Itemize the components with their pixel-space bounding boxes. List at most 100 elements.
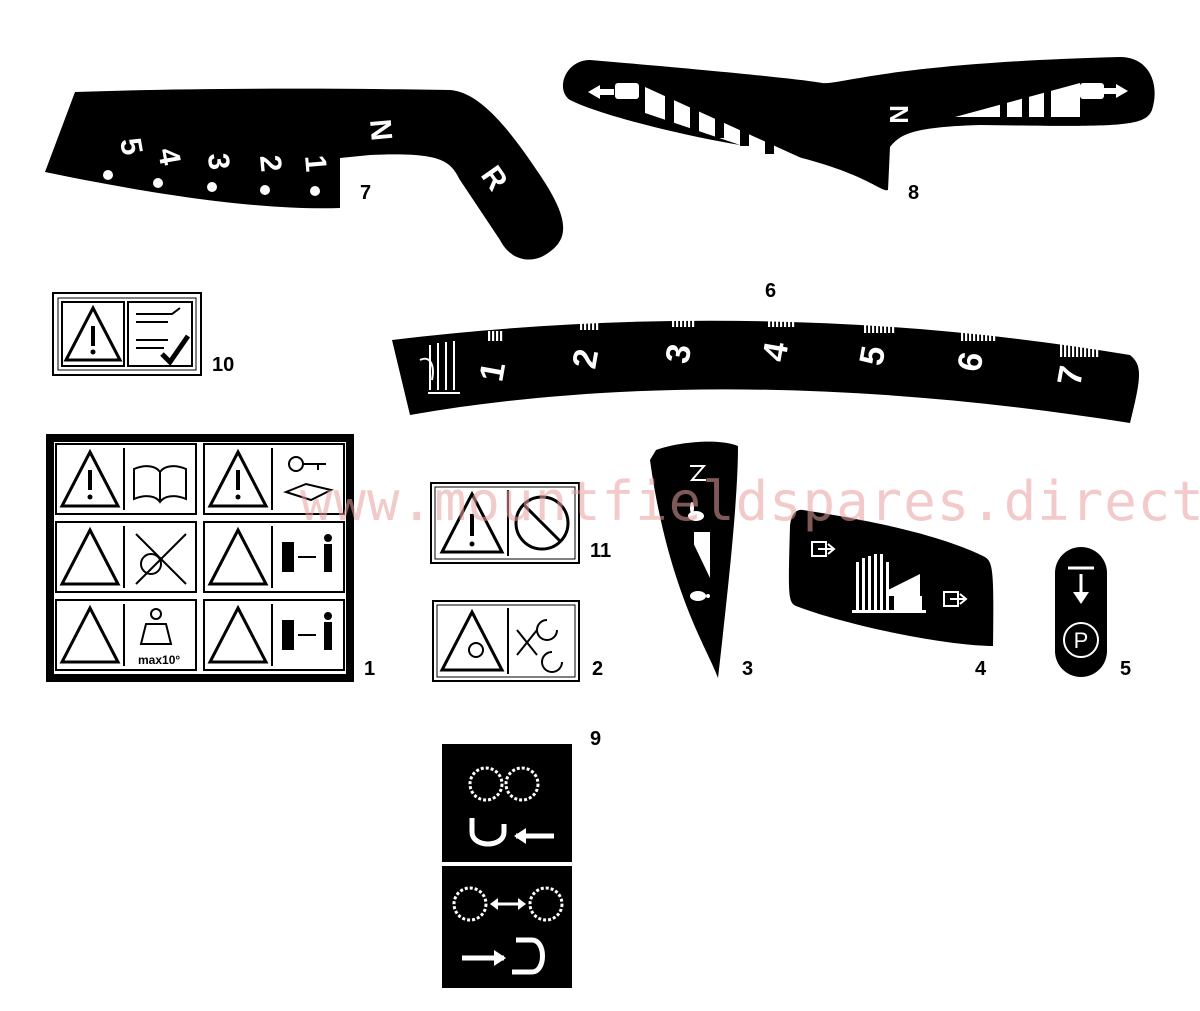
height-tick-7 bbox=[1072, 338, 1075, 357]
speed-lever-decal: N bbox=[562, 57, 1155, 191]
gear-5: 5 bbox=[113, 135, 148, 157]
callout-3: 3 bbox=[742, 658, 754, 680]
park-brake-icon bbox=[1063, 622, 1099, 658]
rabbit-fast-icon bbox=[688, 502, 704, 521]
raise-icon bbox=[811, 541, 836, 557]
gear-1: 1 bbox=[298, 154, 332, 174]
height-tick-5 bbox=[892, 317, 895, 333]
cutting-height-icon bbox=[852, 554, 926, 613]
height-tick-7 bbox=[1060, 338, 1063, 357]
gear-4: 4 bbox=[151, 145, 186, 167]
hand-check-icon bbox=[136, 307, 191, 366]
height-tick-6 bbox=[981, 323, 984, 341]
callout-9: 9 bbox=[590, 728, 602, 750]
height-tick-6 bbox=[977, 323, 980, 341]
height-tick-3 bbox=[680, 314, 683, 327]
height-tick-4 bbox=[784, 312, 787, 327]
callout-11: 11 bbox=[590, 540, 612, 562]
height-tick-5 bbox=[884, 317, 887, 333]
callout-5: 5 bbox=[1120, 658, 1132, 680]
height-tick-7 bbox=[1092, 338, 1095, 357]
warning-triangle-icon bbox=[59, 448, 269, 664]
throttle-decal bbox=[650, 441, 738, 678]
callout-8: 8 bbox=[908, 182, 920, 204]
warning-hand-decal bbox=[52, 292, 202, 376]
height-tick-6 bbox=[985, 323, 988, 341]
gear-icon bbox=[452, 766, 564, 922]
height-tick-1 bbox=[500, 331, 503, 341]
height-tick-2 bbox=[592, 318, 595, 330]
reverse-speed-wedge bbox=[645, 87, 865, 187]
height-tick-7 bbox=[1080, 338, 1083, 357]
neutral-label-8: N bbox=[884, 105, 914, 124]
height-tick-4 bbox=[768, 312, 771, 327]
rotate-icon bbox=[516, 619, 563, 673]
height-tick-6 bbox=[969, 323, 972, 341]
height-tick-7 bbox=[1068, 338, 1071, 357]
height-tick-6 bbox=[993, 323, 996, 341]
choke-icon bbox=[689, 465, 707, 481]
callout-7: 7 bbox=[360, 182, 372, 204]
seated-operator-icon bbox=[139, 608, 173, 645]
cutting-height-icon bbox=[419, 341, 460, 394]
height-tick-1 bbox=[496, 331, 499, 341]
callout-4: 4 bbox=[975, 658, 987, 680]
height-tick-3 bbox=[688, 314, 691, 327]
height-tick-3 bbox=[684, 314, 687, 327]
tractor-forward-icon bbox=[1080, 83, 1128, 99]
callout-6: 6 bbox=[765, 280, 777, 302]
callout-10: 10 bbox=[212, 354, 235, 376]
distance-person-icon bbox=[282, 534, 332, 572]
height-tick-6 bbox=[961, 323, 964, 341]
height-tick-4 bbox=[776, 312, 779, 327]
height-tick-6 bbox=[965, 323, 968, 341]
height-tick-2 bbox=[580, 318, 583, 330]
transmission-decal bbox=[442, 744, 572, 988]
height-tick-1 bbox=[492, 331, 495, 341]
height-tick-7 bbox=[1076, 338, 1079, 357]
height-tick-6 bbox=[973, 323, 976, 341]
max-slope-label: max10° bbox=[138, 653, 180, 667]
height-tick-2 bbox=[584, 318, 587, 330]
height-tick-4 bbox=[780, 312, 783, 327]
height-tick-7 bbox=[1084, 338, 1087, 357]
height-tick-5 bbox=[872, 317, 875, 333]
key-manual-icon bbox=[283, 456, 334, 502]
height-tick-5 bbox=[880, 317, 883, 333]
warning-panel-decal: max10° bbox=[46, 434, 354, 682]
callout-2: 2 bbox=[592, 658, 604, 680]
height-tick-5 bbox=[888, 317, 891, 333]
parking-brake-decal: P bbox=[1055, 547, 1107, 677]
lower-icon bbox=[943, 591, 968, 607]
height-tick-4 bbox=[788, 312, 791, 327]
height-tick-7 bbox=[1088, 338, 1091, 357]
watermark: www.mountfieldspares.direct bbox=[300, 470, 1200, 533]
height-tick-4 bbox=[772, 312, 775, 327]
park-label: P bbox=[1074, 628, 1089, 653]
warning-triangle-icon bbox=[439, 490, 505, 554]
height-tick-3 bbox=[692, 314, 695, 327]
height-tick-3 bbox=[676, 314, 679, 327]
height-tick-7 bbox=[1096, 338, 1099, 357]
height-tick-5 bbox=[864, 317, 867, 333]
height-tick-4 bbox=[792, 312, 795, 327]
rotating-parts-decal bbox=[432, 600, 580, 682]
callout-1: 1 bbox=[364, 658, 376, 680]
prohibited-icon bbox=[514, 495, 570, 551]
height-tick-2 bbox=[588, 318, 591, 330]
warning-triangle-icon bbox=[63, 304, 123, 362]
gear-2: 2 bbox=[253, 154, 287, 174]
distance-person-icon-2 bbox=[282, 612, 332, 650]
height-tick-7 bbox=[1064, 338, 1067, 357]
warning-triangle-icon bbox=[439, 608, 505, 672]
tractor-reverse-icon bbox=[588, 83, 639, 99]
deck-lift-decal bbox=[788, 509, 994, 646]
height-tick-2 bbox=[596, 318, 599, 330]
no-riders-decal bbox=[430, 482, 580, 564]
slope-icon bbox=[135, 533, 187, 585]
gear-selector-decal: 5 4 3 2 1 N R bbox=[45, 88, 564, 260]
gear-3: 3 bbox=[201, 152, 235, 172]
height-tick-5 bbox=[868, 317, 871, 333]
height-tick-5 bbox=[876, 317, 879, 333]
